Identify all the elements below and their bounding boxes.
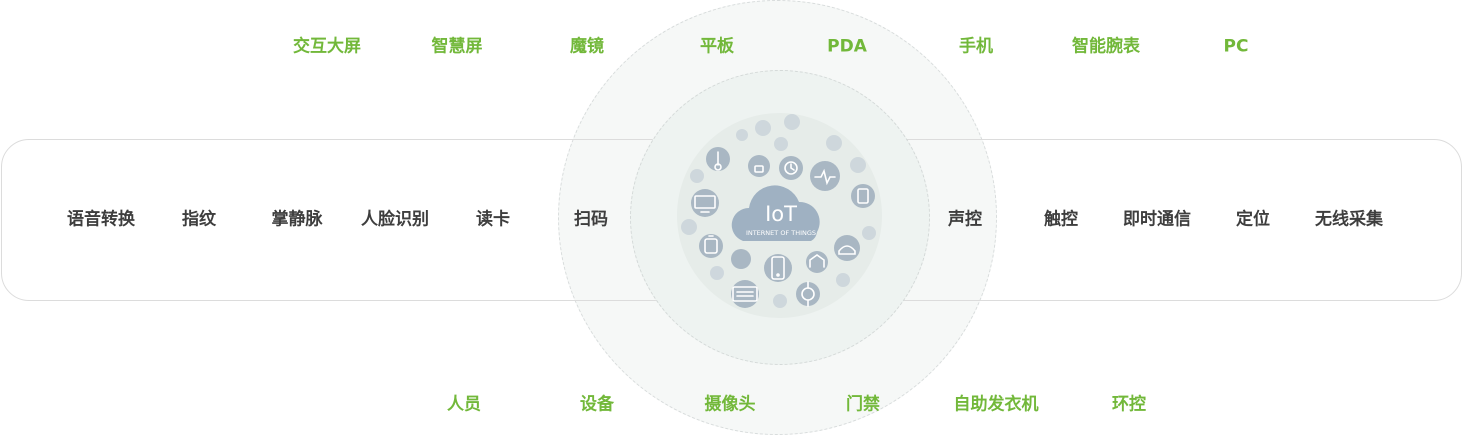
capability-label: 触控: [1044, 209, 1078, 230]
gear-icon: [681, 219, 697, 235]
watch-icon: [796, 282, 820, 306]
iot-title: IoT: [765, 202, 797, 226]
capability-label: 语音转换: [67, 209, 135, 230]
managed-item-label: 设备: [580, 394, 614, 415]
heart-rate-icon: [836, 273, 850, 287]
managed-item-label: 自助发衣机: [953, 394, 1039, 415]
managed-item-label: 摄像头: [704, 394, 756, 415]
capability-label: 定位: [1236, 209, 1270, 230]
monitor-icon: [731, 280, 759, 308]
store-icon: [806, 251, 828, 273]
iot-subtitle: INTERNET OF THINGS: [746, 229, 816, 237]
device-label: 智能腕表: [1072, 36, 1140, 57]
device-label: 平板: [700, 36, 734, 57]
wifi-icon: [690, 169, 704, 183]
mail-icon: [736, 129, 748, 141]
calendar-icon: [731, 249, 751, 269]
managed-item-label: 环控: [1112, 394, 1146, 415]
capability-label: 声控: [948, 209, 982, 230]
capability-label: 扫码: [574, 209, 608, 230]
device-label: 交互大屏: [293, 36, 361, 57]
light-bulb-icon: [850, 157, 866, 173]
iot-hub-graphic: IoT INTERNET OF THINGS: [681, 114, 876, 308]
device-label: 手机: [959, 36, 993, 57]
capability-label: 人脸识别: [361, 209, 429, 230]
tablet-icon: [851, 184, 875, 208]
managed-item-label: 人员: [447, 394, 481, 415]
car-icon: [834, 235, 860, 261]
speaker-icon: [826, 135, 842, 151]
cart-icon: [755, 120, 771, 136]
device-label: 魔镜: [570, 36, 604, 57]
cloud-icon: IoT INTERNET OF THINGS: [731, 185, 820, 241]
calendar-icon: [784, 114, 800, 130]
camera-icon: [710, 266, 724, 280]
capability-label: 读卡: [476, 209, 510, 230]
device-label: PC: [1223, 36, 1249, 57]
managed-item-label: 门禁: [846, 394, 880, 415]
capability-label: 指纹: [182, 209, 216, 230]
wifi-icon: [862, 226, 876, 240]
battery-icon: [699, 234, 723, 258]
device-label: PDA: [827, 36, 867, 57]
capability-label: 即时通信: [1123, 209, 1191, 230]
capability-label: 无线采集: [1315, 209, 1383, 230]
smartphone-icon: [764, 254, 792, 282]
printer-icon: [774, 137, 788, 151]
device-label: 智慧屏: [431, 36, 483, 57]
light-bulb-icon: [773, 294, 787, 308]
capability-label: 掌静脉: [271, 209, 323, 230]
